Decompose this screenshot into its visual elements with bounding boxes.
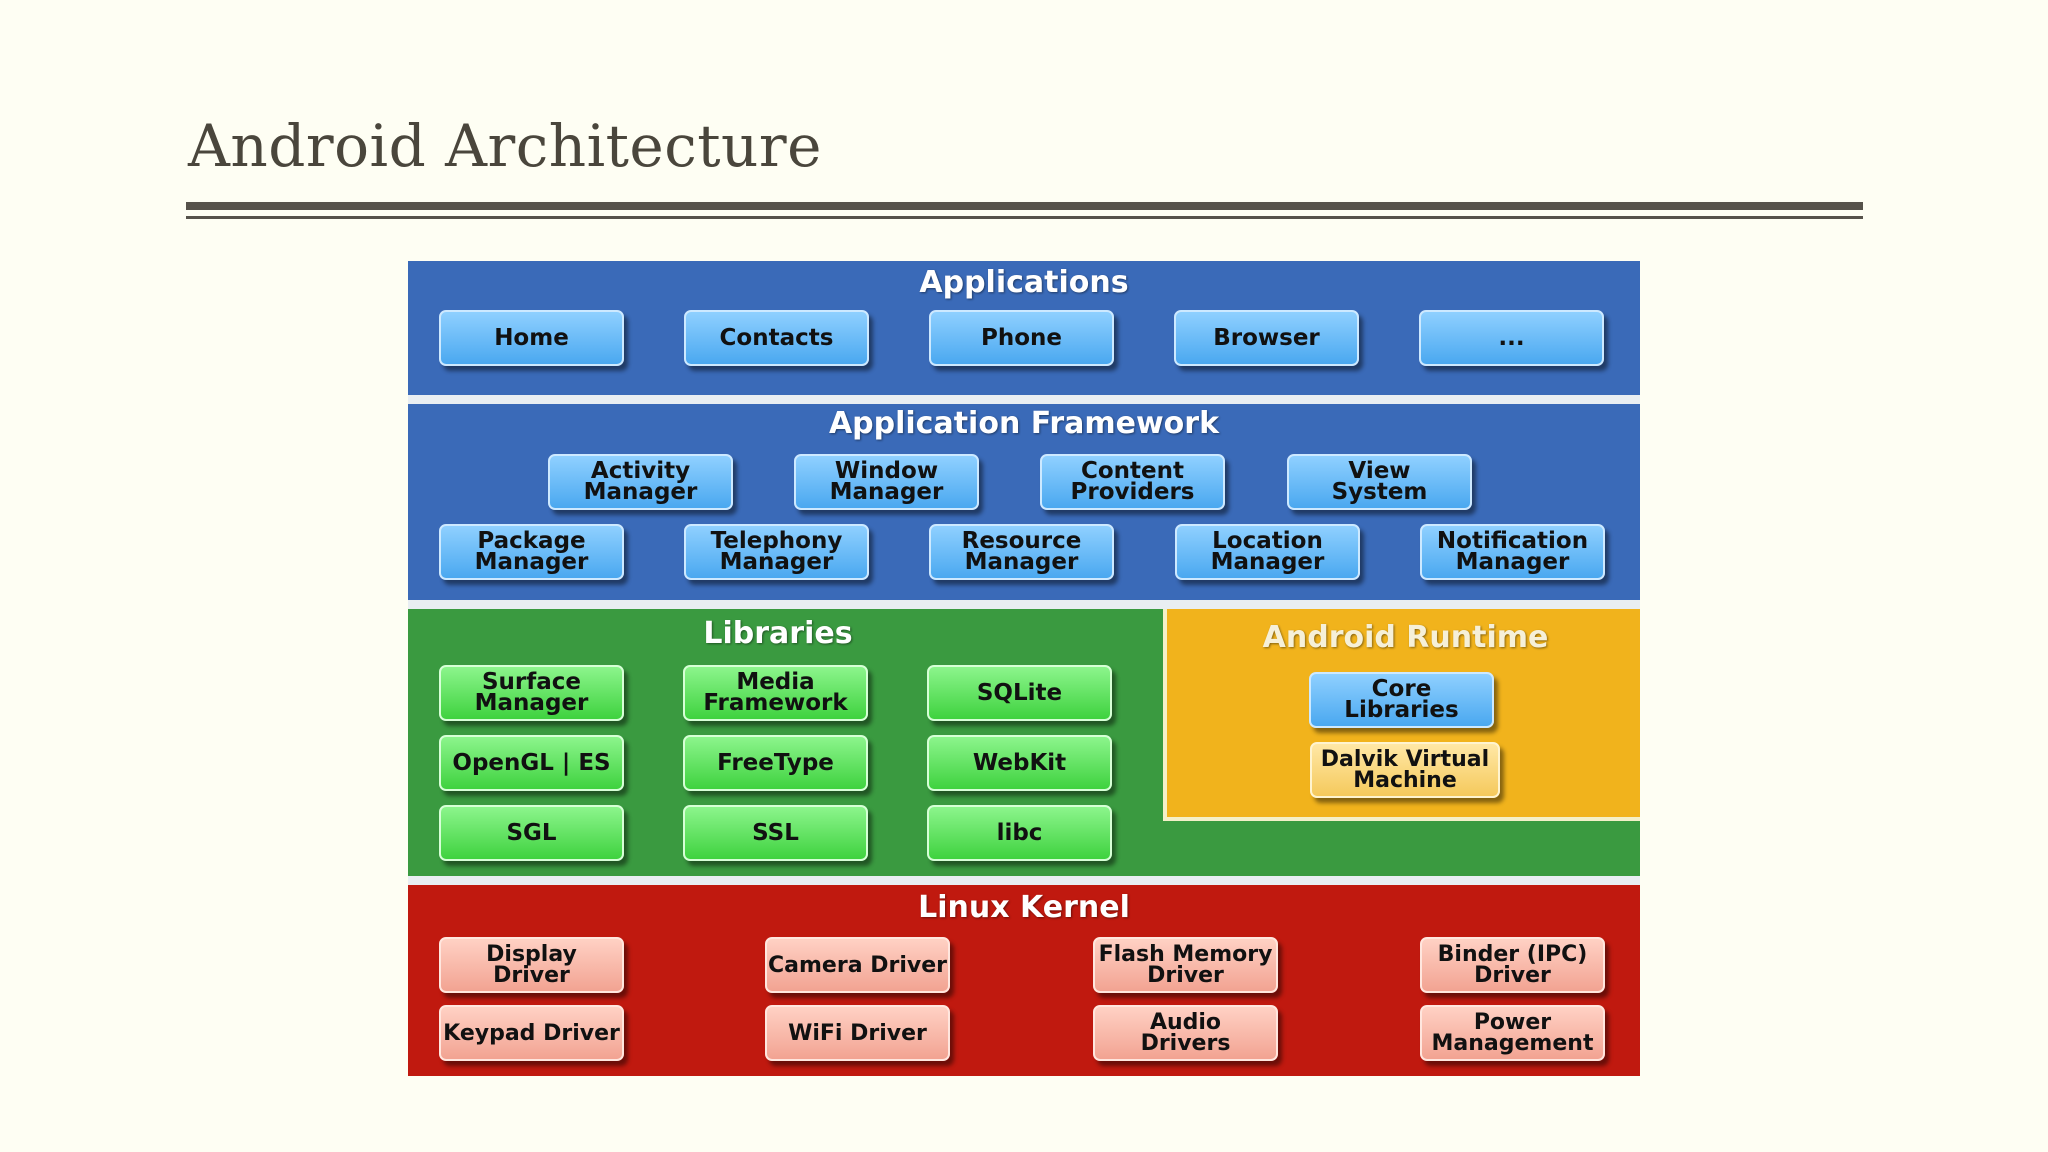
framework-box-view-system: View System [1287, 454, 1472, 510]
runtime-layer: Android Runtime Core Libraries Dalvik Vi… [1163, 609, 1640, 821]
kernel-layer: Linux Kernel Display Driver Camera Drive… [408, 885, 1640, 1076]
library-box-media-framework: Media Framework [683, 665, 868, 721]
libraries-layer: Libraries Surface Manager Media Framewor… [408, 609, 1640, 876]
applications-layer-title: Applications [919, 265, 1129, 300]
app-box-contacts: Contacts [684, 310, 869, 366]
title-rule-thick [186, 202, 1863, 210]
library-box-surface-manager: Surface Manager [439, 665, 624, 721]
framework-box-notification-manager: Notification Manager [1420, 524, 1605, 580]
runtime-layer-title: Android Runtime [1262, 620, 1549, 655]
kernel-box-camera-driver: Camera Driver [765, 937, 950, 993]
slide-title: Android Architecture [188, 112, 822, 180]
framework-layer: Application Framework Activity Manager W… [408, 404, 1640, 600]
library-box-ssl: SSL [683, 805, 868, 861]
library-box-webkit: WebKit [927, 735, 1112, 791]
framework-box-package-manager: Package Manager [439, 524, 624, 580]
runtime-box-core-libraries: Core Libraries [1309, 672, 1494, 728]
framework-box-content-providers: Content Providers [1040, 454, 1225, 510]
libraries-layer-title: Libraries [703, 616, 853, 651]
app-box-more: ... [1419, 310, 1604, 366]
framework-box-window-manager: Window Manager [794, 454, 979, 510]
kernel-box-keypad-driver: Keypad Driver [439, 1005, 624, 1061]
kernel-box-power-management: Power Management [1420, 1005, 1605, 1061]
app-box-phone: Phone [929, 310, 1114, 366]
kernel-box-binder-ipc-driver: Binder (IPC) Driver [1420, 937, 1605, 993]
framework-box-activity-manager: Activity Manager [548, 454, 733, 510]
applications-layer: Applications Home Contacts Phone Browser… [408, 261, 1640, 395]
app-box-home: Home [439, 310, 624, 366]
library-box-opengl-es: OpenGL | ES [439, 735, 624, 791]
kernel-box-display-driver: Display Driver [439, 937, 624, 993]
framework-box-location-manager: Location Manager [1175, 524, 1360, 580]
kernel-box-flash-memory-driver: Flash Memory Driver [1093, 937, 1278, 993]
app-box-browser: Browser [1174, 310, 1359, 366]
kernel-box-wifi-driver: WiFi Driver [765, 1005, 950, 1061]
kernel-box-audio-drivers: Audio Drivers [1093, 1005, 1278, 1061]
runtime-box-dalvik-vm: Dalvik Virtual Machine [1310, 742, 1500, 798]
framework-box-telephony-manager: Telephony Manager [684, 524, 869, 580]
framework-layer-title: Application Framework [828, 406, 1220, 441]
android-architecture-diagram: Applications Home Contacts Phone Browser… [408, 261, 1640, 1076]
framework-box-resource-manager: Resource Manager [929, 524, 1114, 580]
library-box-freetype: FreeType [683, 735, 868, 791]
library-box-sgl: SGL [439, 805, 624, 861]
title-rule-thin [186, 216, 1863, 219]
kernel-layer-title: Linux Kernel [918, 890, 1130, 925]
library-box-libc: libc [927, 805, 1112, 861]
library-box-sqlite: SQLite [927, 665, 1112, 721]
